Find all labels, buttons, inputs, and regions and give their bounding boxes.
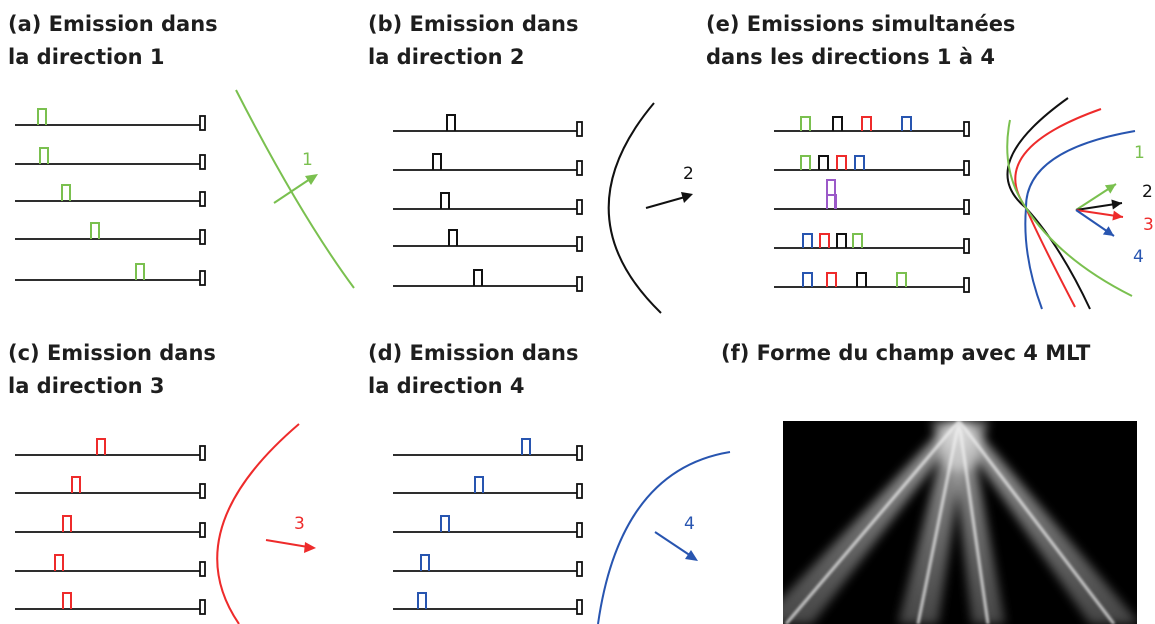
pulse	[852, 233, 863, 248]
panel-d-delay-lines	[393, 445, 583, 615]
transducer-element	[576, 561, 583, 577]
panel-f-title: (f) Forme du champ avec 4 MLT	[721, 341, 1091, 365]
pulse	[818, 155, 829, 170]
panel-a-delay-lines	[15, 115, 206, 286]
arrow-head	[1104, 184, 1116, 194]
pulse	[800, 155, 811, 170]
panel-a-arrow-label: 1	[302, 150, 313, 170]
panel-e-delay-lines	[774, 121, 970, 293]
panel-d-pulses	[417, 438, 531, 609]
panel-e-pulses	[800, 116, 912, 287]
arrow-head	[1102, 226, 1114, 236]
pulse	[819, 233, 830, 248]
panel-e-arrow-label: 1	[1134, 143, 1145, 163]
transducer-element	[199, 561, 206, 577]
pulse	[826, 272, 837, 287]
arrow-head	[1112, 210, 1123, 221]
transducer-element	[576, 199, 583, 215]
transducer-element	[576, 276, 583, 292]
pulse	[37, 108, 47, 125]
panel-c-title: (c) Emission dans la direction 3	[8, 341, 216, 398]
pulse	[521, 438, 531, 455]
pulse	[802, 272, 813, 287]
transducer-element	[963, 238, 970, 254]
panel-b-wavefront: 2	[607, 102, 694, 314]
pulse	[71, 476, 81, 493]
transducer-element	[576, 121, 583, 137]
pulse	[420, 554, 430, 571]
panel-b-pulses	[432, 114, 483, 286]
panel-e-arrow-label: 4	[1133, 247, 1144, 267]
pulse	[62, 592, 72, 609]
transducer-element	[199, 483, 206, 499]
transducer-element	[576, 483, 583, 499]
transducer-element	[199, 522, 206, 538]
panel-d-wavefront: 4	[597, 451, 731, 624]
panel-c-wavefront: 3	[216, 423, 316, 624]
panel-b-delay-lines	[393, 121, 583, 292]
panel-e-arrow-label: 2	[1142, 182, 1153, 202]
pulse	[474, 476, 484, 493]
pulse	[90, 222, 100, 239]
pulse	[39, 147, 49, 164]
panel-c-delay-lines	[15, 445, 206, 615]
pulse	[856, 272, 867, 287]
pulse	[96, 438, 106, 455]
panel-b-arrow-label: 2	[683, 164, 694, 184]
pulse	[832, 116, 843, 131]
panel-a-title: (a) Emission dans la direction 1	[8, 12, 218, 69]
arrow-head	[1111, 199, 1122, 210]
pulse	[802, 233, 813, 248]
panel-e-wavefronts	[1006, 97, 1136, 310]
pulse	[432, 153, 442, 170]
pulse	[440, 192, 450, 209]
transducer-element	[199, 599, 206, 615]
pulse	[901, 116, 912, 131]
pulse	[473, 269, 483, 286]
panel-c-arrow-label: 3	[294, 514, 305, 534]
transducer-element	[576, 236, 583, 252]
transducer-element	[199, 191, 206, 207]
panel-a-wavefront: 1	[235, 89, 355, 289]
pulse	[54, 554, 64, 571]
panel-d-arrow-label: 4	[684, 514, 695, 534]
pulse	[446, 114, 456, 131]
transducer-element	[963, 277, 970, 293]
transducer-element	[199, 445, 206, 461]
transducer-element	[199, 115, 206, 131]
panel-e-title: (e) Emissions simultanées dans les direc…	[706, 12, 1016, 69]
panel-b-title: (b) Emission dans la direction 2	[368, 12, 579, 69]
pulse	[135, 263, 145, 280]
panel-a-pulses	[37, 108, 145, 280]
pulse	[861, 116, 872, 131]
transducer-element	[963, 121, 970, 137]
pulse	[417, 592, 427, 609]
panel-f-field-image	[783, 421, 1137, 624]
pulse	[896, 272, 907, 287]
pulse	[800, 116, 811, 131]
pulse	[61, 184, 71, 201]
transducer-element	[576, 599, 583, 615]
pulse	[440, 515, 450, 532]
panel-c-pulses	[54, 438, 106, 609]
transducer-element	[199, 154, 206, 170]
transducer-element	[963, 160, 970, 176]
pulse	[836, 233, 847, 248]
transducer-element	[199, 270, 206, 286]
transducer-element	[199, 229, 206, 245]
pulse	[836, 155, 847, 170]
transducer-element	[576, 522, 583, 538]
pulse	[448, 229, 458, 246]
transducer-element	[576, 160, 583, 176]
transducer-element	[576, 445, 583, 461]
pulse	[62, 515, 72, 532]
transducer-element	[963, 199, 970, 215]
panel-d-title: (d) Emission dans la direction 4	[368, 341, 579, 398]
panel-e-arrows: 1 2 3 4	[1075, 143, 1154, 267]
pulse-combined	[826, 179, 836, 209]
panel-e-arrow-label: 3	[1143, 215, 1154, 235]
pulse	[854, 155, 865, 170]
